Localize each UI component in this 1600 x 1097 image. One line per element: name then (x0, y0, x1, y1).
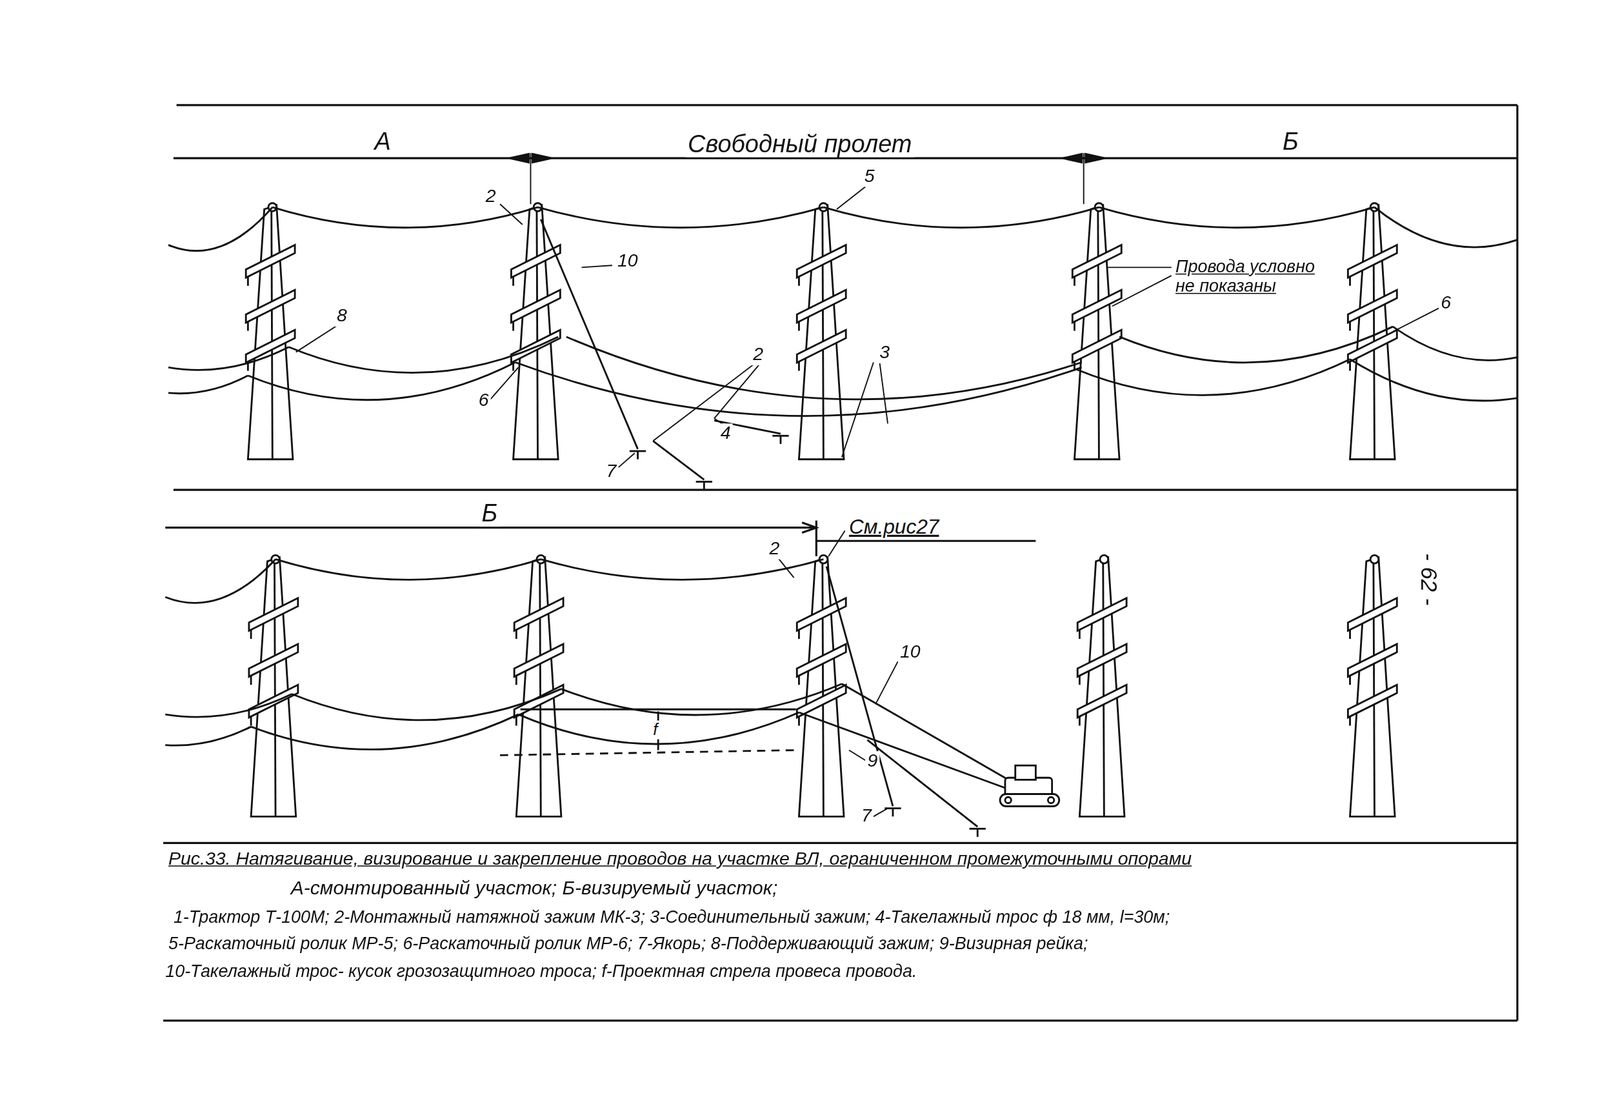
tower (514, 554, 564, 817)
leader-line (875, 661, 899, 704)
tower (249, 554, 299, 817)
leader-line (849, 749, 866, 760)
page-number: - 62 - (1416, 550, 1441, 608)
leader-line (489, 367, 519, 400)
leader-line (500, 203, 523, 225)
tower (510, 203, 560, 460)
leader-line (618, 452, 635, 468)
leader-line (1112, 275, 1172, 306)
callout-number: 10 (615, 250, 640, 271)
legend-line: А-смонтированный участок; Б-визируемый у… (289, 877, 780, 899)
callout-number: 4 (718, 423, 733, 444)
leader-line (714, 363, 760, 419)
callout-number: См.рис27 (847, 515, 942, 539)
legend-line: 10-Такелажный трос- кусок грозозащитного… (163, 961, 919, 982)
tractor (1000, 765, 1060, 806)
tower (1347, 203, 1397, 460)
figure-caption: Рис.33. Натягивание, визирование и закре… (166, 849, 1194, 870)
callout-number: 2 (750, 345, 766, 366)
callout-number: 2 (767, 538, 782, 559)
legend-line: 5-Раскаточный ролик МР-5; 6-Раскаточный … (166, 934, 1091, 955)
wires (165, 207, 1518, 837)
leader-line (841, 361, 874, 457)
callout-number: 5 (861, 166, 877, 187)
callout-number: 6 (476, 390, 491, 411)
tower (1072, 203, 1122, 460)
leader-line (873, 808, 888, 817)
frame (163, 105, 1518, 1021)
section-heading: Свободный пролет (685, 130, 915, 158)
leader-line (296, 322, 342, 353)
leader-line (581, 265, 613, 268)
callout-number: 10 (898, 641, 923, 662)
callout-number: 3 (877, 342, 892, 363)
callout-number: f (650, 720, 660, 739)
tower (245, 203, 295, 460)
callout-number: 8 (334, 305, 350, 326)
leader-line (652, 363, 755, 441)
tower (1077, 554, 1127, 817)
note: Провода условно не показаны (1173, 258, 1331, 297)
leader-lines (296, 186, 1439, 817)
leader-line (1107, 266, 1172, 268)
section-heading: Б (479, 500, 500, 528)
section-heading: Б (1280, 128, 1301, 156)
callout-number: 6 (1438, 292, 1453, 313)
leader-line (828, 530, 845, 557)
section-heading: А (372, 128, 393, 156)
callout-number: 2 (483, 186, 499, 207)
leader-line (836, 186, 866, 210)
legend-line: 1-Трактор Т-100М; 2-Монтажный натяжной з… (171, 908, 1173, 928)
leader-line (777, 557, 794, 579)
tower (1347, 554, 1397, 817)
callout-number: 7 (859, 805, 874, 826)
callout-number: 9 (865, 750, 880, 771)
leader-line (879, 361, 888, 424)
callout-number: 7 (603, 461, 619, 482)
towers (245, 203, 1397, 817)
leader-line (1392, 308, 1439, 332)
tower (796, 203, 846, 460)
